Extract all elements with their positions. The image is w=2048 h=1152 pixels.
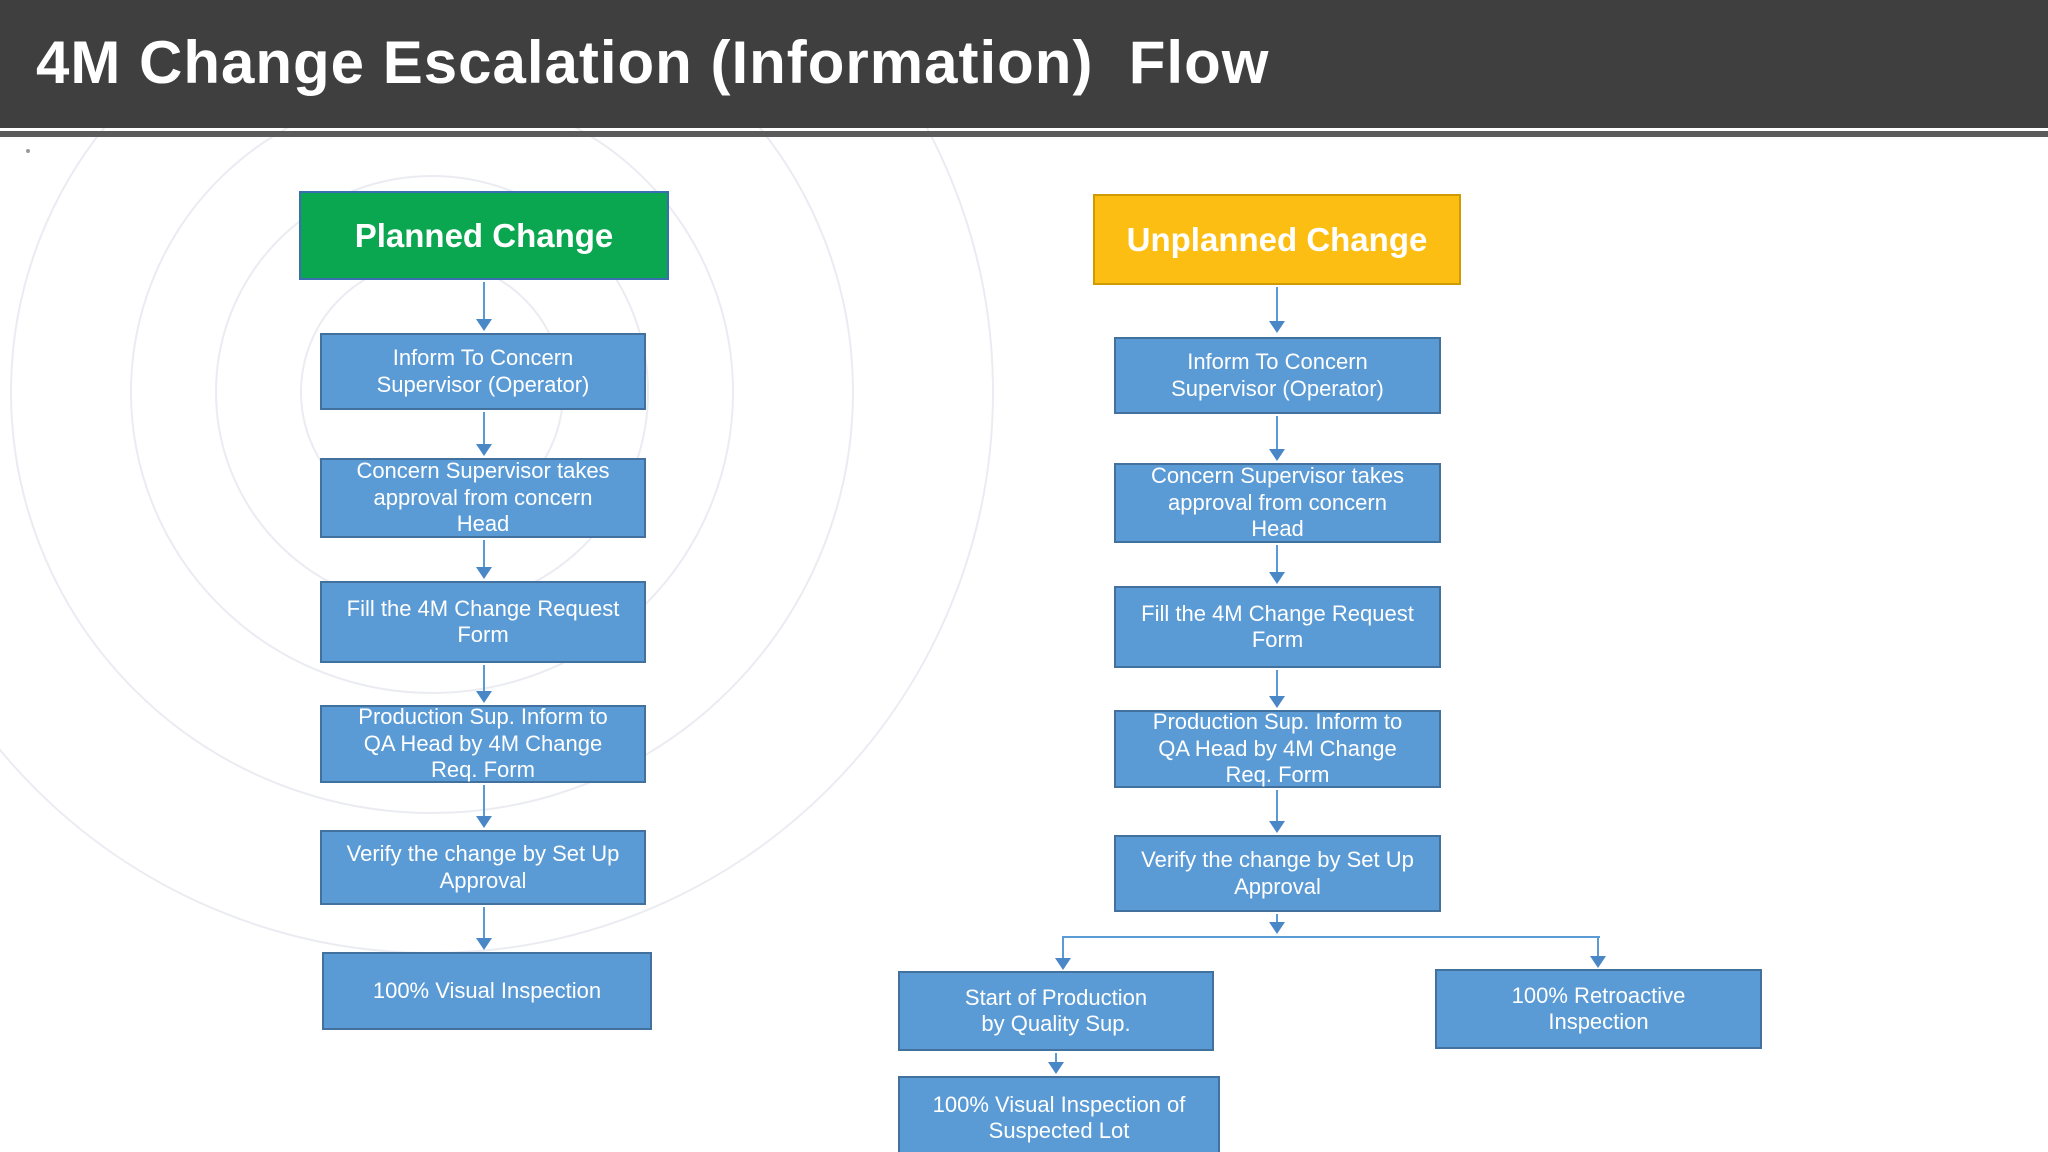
arrow-down-icon: [476, 282, 492, 331]
title-bar-edge: [0, 131, 2048, 137]
title-bar: 4M Change Escalation (Information) Flow: [0, 0, 2048, 128]
unplanned-branch-retroactive-inspection: 100% Retroactive Inspection: [1435, 969, 1762, 1049]
arrow-down-icon: [1048, 1053, 1064, 1074]
unplanned-step-verify-setup-approval: Verify the change by Set Up Approval: [1114, 835, 1441, 912]
unplanned-branch-start-of-production: Start of Production by Quality Sup.: [898, 971, 1214, 1051]
planned-step-supervisor-approval: Concern Supervisor takes approval from c…: [320, 458, 646, 538]
unplanned-step-inform-supervisor: Inform To Concern Supervisor (Operator): [1114, 337, 1441, 414]
planned-step-inform-supervisor: Inform To Concern Supervisor (Operator): [320, 333, 646, 410]
unplanned-step-supervisor-approval: Concern Supervisor takes approval from c…: [1114, 463, 1441, 543]
arrow-down-icon: [476, 540, 492, 579]
planned-step-verify-setup-approval: Verify the change by Set Up Approval: [320, 830, 646, 905]
planned-step-inform-qa-head: Production Sup. Inform to QA Head by 4M …: [320, 704, 646, 783]
arrow-down-icon: [476, 785, 492, 828]
planned-change-header: Planned Change: [299, 191, 669, 280]
arrow-down-icon: [1590, 936, 1606, 968]
arrow-down-icon: [1269, 545, 1285, 584]
unplanned-step-visual-inspection-suspected-lot: 100% Visual Inspection of Suspected Lot: [898, 1076, 1220, 1152]
branch-connector-line: [1063, 936, 1600, 938]
arrow-down-icon: [1269, 670, 1285, 708]
stray-dot: [26, 149, 30, 153]
arrow-down-icon: [1269, 914, 1285, 934]
arrow-down-icon: [1269, 790, 1285, 833]
arrow-down-icon: [476, 412, 492, 456]
unplanned-step-fill-request-form: Fill the 4M Change Request Form: [1114, 586, 1441, 668]
arrow-down-icon: [476, 907, 492, 950]
unplanned-step-inform-qa-head: Production Sup. Inform to QA Head by 4M …: [1114, 709, 1441, 788]
planned-step-visual-inspection: 100% Visual Inspection: [322, 952, 652, 1030]
planned-step-fill-request-form: Fill the 4M Change Request Form: [320, 581, 646, 663]
arrow-down-icon: [476, 665, 492, 703]
arrow-down-icon: [1269, 416, 1285, 461]
unplanned-change-header: Unplanned Change: [1093, 194, 1461, 285]
arrow-down-icon: [1055, 936, 1071, 970]
slide-title: 4M Change Escalation (Information) Flow: [36, 29, 1270, 96]
arrow-down-icon: [1269, 287, 1285, 333]
